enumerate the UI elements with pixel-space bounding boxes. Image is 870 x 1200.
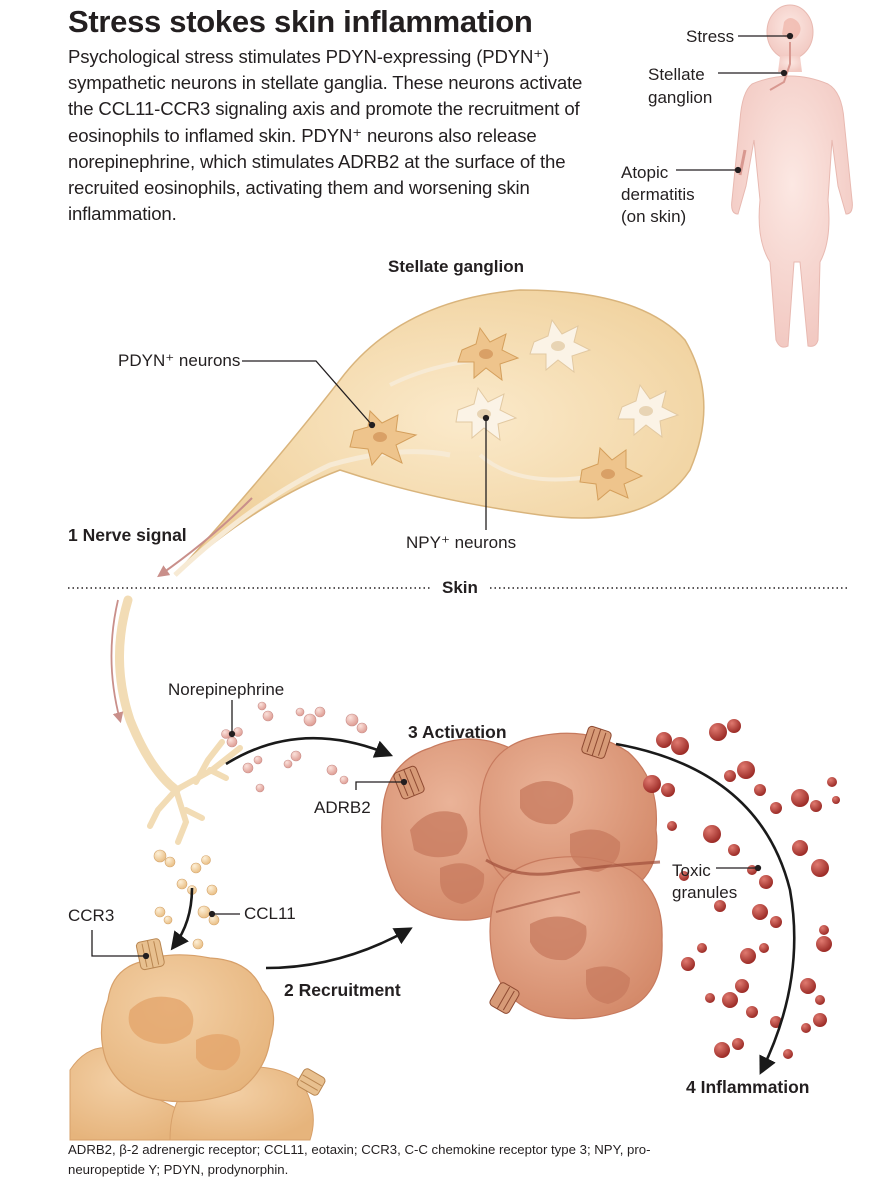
recruited-eosinophils <box>69 938 326 1141</box>
adrb2-label: ADRB2 <box>314 798 371 817</box>
figure-title: Stress stokes skin inflammation <box>68 4 533 39</box>
skin-label: Skin <box>442 578 478 597</box>
stress-label: Stress <box>686 27 735 46</box>
step-4-inflammation: 4 Inflammation <box>686 1077 810 1097</box>
pdyn-neurons-label: PDYN⁺ neurons <box>118 351 241 370</box>
process-arrows <box>170 736 796 1075</box>
step-3-activation: 3 Activation <box>408 722 507 742</box>
toxic-granules-label: Toxic granules <box>672 861 738 902</box>
toxic-granules <box>643 719 840 1059</box>
inset-leaders <box>676 32 794 174</box>
nerve-signal-arrow <box>157 497 253 578</box>
ccr3-label: CCR3 <box>68 906 115 925</box>
norepinephrine-label: Norepinephrine <box>168 680 285 699</box>
skin-leaders <box>91 700 762 960</box>
npy-neurons-label: NPY⁺ neurons <box>406 533 517 552</box>
activated-eosinophils <box>381 725 663 1020</box>
step-1-nerve-signal: 1 Nerve signal <box>68 525 187 545</box>
footnote-abbreviations: ADRB2, β-2 adrenergic receptor; CCL11, e… <box>68 1142 651 1177</box>
intro-text: Psychological stress stimulates PDYN-exp… <box>68 46 583 225</box>
human-body-figure <box>731 4 853 348</box>
nerve-fiber <box>110 595 243 845</box>
step-2-recruitment: 2 Recruitment <box>284 980 401 1000</box>
stellate-ganglion-inset-label: Stellate ganglion <box>648 65 713 107</box>
neuron-cells <box>349 318 680 501</box>
ccl11-label: CCL11 <box>244 904 296 923</box>
stellate-ganglion-heading: Stellate ganglion <box>388 257 525 276</box>
atopic-dermatitis-label: Atopic dermatitis (on skin) <box>621 163 695 226</box>
ccl11-molecules <box>153 849 220 950</box>
ganglion-leaders <box>242 360 490 530</box>
norepinephrine-molecules <box>221 701 368 793</box>
